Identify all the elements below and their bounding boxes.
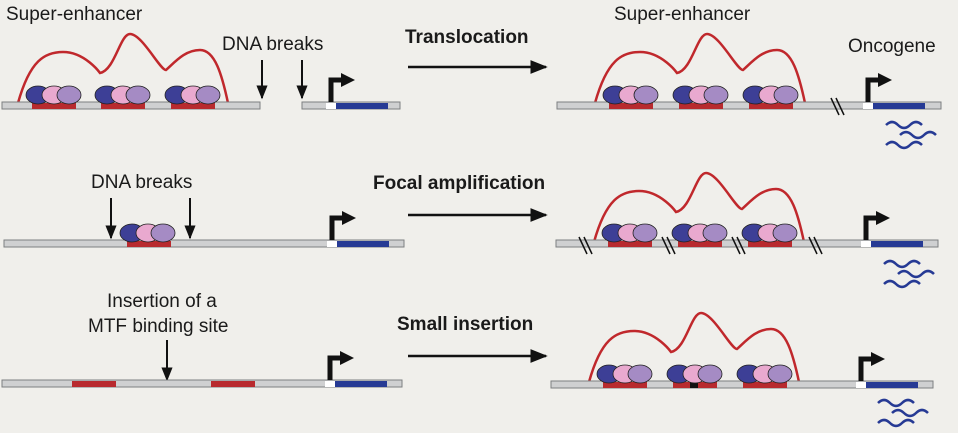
- transcription-start-arrow-icon: [866, 211, 890, 240]
- gene-body: [337, 241, 389, 247]
- transcription-factor-cluster: [736, 364, 793, 384]
- after-translocation: Super-enhancer Oncogene: [556, 4, 942, 150]
- gene-body: [871, 241, 923, 247]
- transcription-start-arrow-icon: [861, 352, 885, 381]
- super-enhancer-signal-curve: [593, 32, 807, 104]
- dna-strand: [3, 239, 405, 248]
- enhancer-element: [32, 103, 76, 109]
- enhancer-element: [127, 241, 171, 247]
- mechanism-label: Small insertion: [397, 314, 533, 335]
- transcription-start-arrow-icon: [868, 73, 892, 102]
- mechanism-label: Translocation: [405, 27, 529, 48]
- super-enhancer-label: Super-enhancer: [6, 4, 143, 25]
- enhancer-element: [679, 103, 723, 109]
- enhancer-element: [749, 103, 793, 109]
- transcription-factor-cluster: [742, 85, 799, 105]
- insertion-label-line2: MTF binding site: [88, 316, 228, 337]
- inserted-mtf-binding-site: [690, 382, 698, 388]
- enhancer-element: [608, 241, 652, 247]
- promoter: [326, 103, 336, 109]
- enhancer-element: [101, 103, 145, 109]
- enhancer-element: [678, 241, 722, 247]
- transcription-factor-cluster: [602, 85, 659, 105]
- row-translocation: Super-enhancer DNA breaks Translocation …: [1, 4, 942, 150]
- gene-body: [336, 103, 388, 109]
- enhancer-element: [603, 382, 647, 388]
- enhancer-element: [72, 381, 116, 387]
- after-small-insertion: [550, 311, 934, 428]
- enhancer-element: [211, 381, 255, 387]
- dna-breaks-label: DNA breaks: [91, 172, 192, 193]
- promoter: [856, 382, 866, 388]
- before-focal-amplification: DNA breaks: [3, 172, 405, 248]
- transcription-factor-cluster: [672, 85, 729, 105]
- transcription-factor-cluster: [601, 223, 658, 243]
- promoter: [861, 241, 871, 247]
- super-enhancer-signal-curve: [587, 311, 801, 383]
- after-focal-amplification: [555, 171, 939, 289]
- enhancer-element: [171, 103, 215, 109]
- enhancer-element: [609, 103, 653, 109]
- transcription-start-arrow-icon: [332, 211, 356, 240]
- super-enhancer-label: Super-enhancer: [614, 4, 751, 25]
- gene-body: [866, 382, 918, 388]
- before-small-insertion: Insertion of a MTF binding site: [1, 291, 403, 388]
- oncogene-label: Oncogene: [848, 36, 936, 57]
- dna-strand: [1, 379, 403, 388]
- mrna-transcripts-icon: [884, 120, 938, 150]
- gene-body: [873, 103, 925, 109]
- transcription-factor-cluster: [164, 85, 221, 105]
- row-small-insertion: Insertion of a MTF binding site Small in…: [1, 291, 934, 428]
- transcription-start-arrow-icon: [330, 351, 354, 380]
- mrna-transcripts-icon: [876, 398, 930, 428]
- enhancer-element: [743, 382, 787, 388]
- transcription-factor-cluster: [119, 223, 176, 243]
- transcription-factor-cluster: [25, 85, 82, 105]
- insertion-label-line1: Insertion of a: [107, 291, 217, 312]
- transcription-factor-cluster: [741, 223, 798, 243]
- promoter: [325, 381, 335, 387]
- super-enhancer-signal-curve: [16, 32, 230, 104]
- transcription-factor-cluster: [596, 364, 653, 384]
- dna-breaks-label: DNA breaks: [222, 34, 323, 55]
- enhancer-element: [748, 241, 792, 247]
- super-enhancer-signal-curve: [592, 171, 806, 243]
- promoter: [863, 103, 873, 109]
- promoter: [327, 241, 337, 247]
- gene-body: [335, 381, 387, 387]
- before-translocation: Super-enhancer DNA breaks: [1, 4, 401, 110]
- mrna-transcripts-icon: [882, 259, 936, 289]
- row-focal-amplification: DNA breaks Focal amplification: [3, 171, 939, 289]
- transcription-factor-cluster: [94, 85, 151, 105]
- transcription-factor-cluster: [671, 223, 728, 243]
- mechanism-label: Focal amplification: [373, 173, 545, 194]
- transcription-start-arrow-icon: [331, 73, 355, 102]
- transcription-factor-cluster: [666, 364, 723, 384]
